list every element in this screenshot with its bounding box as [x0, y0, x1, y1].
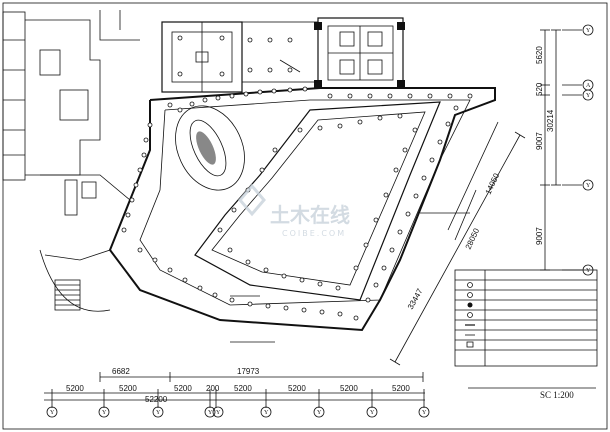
central-plaza — [175, 105, 245, 191]
pavilion-left — [161, 21, 243, 93]
right-dimensions — [540, 29, 582, 271]
axis-label-r5: Y — [586, 268, 591, 274]
axis-label-b5: Y — [216, 410, 221, 416]
dim-diag-lower: 28050 — [464, 226, 482, 250]
dim-seg-2: 5200 — [119, 384, 137, 393]
dim-seg-5: 5200 — [234, 384, 252, 393]
pavilion-right — [314, 17, 405, 89]
dim-seg-8: 5200 — [392, 384, 410, 393]
dim-right-overall: 30214 — [546, 109, 555, 132]
left-title-strip — [2, 11, 26, 181]
axis-label-b3: Y — [156, 410, 161, 416]
dim-right-mid: 520 — [535, 82, 544, 96]
inner-courtyard — [194, 101, 441, 301]
axis-label-b4: Y — [208, 410, 213, 416]
dim-seg-6: 5200 — [288, 384, 306, 393]
dim-diag-upper: 14050 — [484, 171, 502, 195]
axis-label-b1: Y — [50, 410, 55, 416]
axis-label-b6: Y — [264, 410, 269, 416]
lamp-markers — [121, 35, 473, 321]
dim-left: 6682 — [112, 367, 130, 376]
dim-seg-4: 200 — [206, 384, 220, 393]
bottom-axis-bubbles — [46, 406, 430, 418]
watermark-sub: COIBE.COM — [282, 229, 346, 238]
axis-label-r4: Y — [586, 183, 591, 189]
axis-label-r2: A — [586, 83, 591, 89]
axis-label-r3: Y — [586, 93, 591, 99]
dim-overall: 17973 — [237, 367, 260, 376]
bottom-dimensions — [44, 372, 425, 408]
right-axis-bubbles — [582, 24, 594, 276]
existing-building-left — [25, 10, 140, 176]
legend-table — [454, 269, 598, 367]
axis-label-b9: Y — [422, 410, 427, 416]
dim-right-top: 5620 — [535, 46, 544, 64]
axis-label-r1: Y — [586, 28, 591, 34]
dim-seg-7: 5200 — [340, 384, 358, 393]
watermark-main: 土木在线 — [270, 203, 350, 227]
annotation-leaders — [230, 59, 470, 343]
axis-label-b8: Y — [370, 410, 375, 416]
dim-seg-3: 5200 — [174, 384, 192, 393]
dim-seg-1: 5200 — [66, 384, 84, 393]
dim-total: 52200 — [145, 395, 168, 404]
dim-right-lower1: 9007 — [535, 132, 544, 150]
dim-diag-long: 33447 — [406, 287, 425, 311]
diagonal-dimensions — [389, 121, 526, 366]
dim-right-lower2: 9007 — [535, 227, 544, 245]
scale-label: SC 1:200 — [540, 390, 574, 400]
axis-label-b2: Y — [102, 410, 107, 416]
building-connector — [241, 21, 319, 83]
entrance-area — [39, 174, 131, 312]
watermark: 土木在线 COIBE.COM — [238, 183, 350, 238]
axis-label-b7: Y — [317, 410, 322, 416]
